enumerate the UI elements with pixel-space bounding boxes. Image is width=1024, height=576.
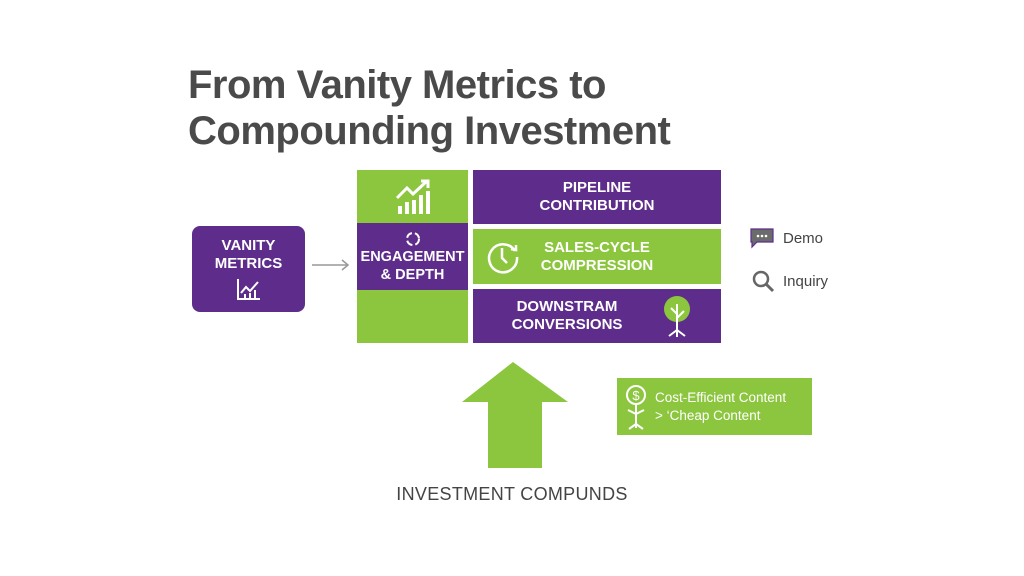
magnifier-icon xyxy=(752,270,775,293)
engagement-depth-box: ENGAGEMENT & DEPTH xyxy=(357,223,468,290)
dollar-plant-icon: $ xyxy=(626,385,646,430)
engagement-column-top xyxy=(357,170,468,223)
engagement-column-bottom xyxy=(357,290,468,343)
legend-demo: Demo xyxy=(749,227,823,249)
growth-chart-icon xyxy=(395,179,430,214)
vanity-metrics-box: VANITY METRICS xyxy=(192,226,305,312)
chat-bubble-icon xyxy=(750,228,774,249)
big-up-arrow-icon xyxy=(462,362,568,468)
pipeline-contribution-box: PIPELINE CONTRIBUTION xyxy=(473,170,721,224)
refresh-icon xyxy=(405,231,420,246)
clock-icon xyxy=(487,243,519,274)
tree-icon xyxy=(664,296,690,337)
arrow-right-icon xyxy=(312,259,350,271)
page-title: From Vanity Metrics to Compounding Inves… xyxy=(188,63,671,153)
cost-efficient-box: $ Cost-Efficient Content > ‘Cheap Conten… xyxy=(617,378,812,435)
downstream-conversions-box: DOWNSTRAM CONVERSIONS xyxy=(473,289,721,343)
investment-compounds-label: INVESTMENT COMPUNDS xyxy=(396,484,628,504)
svg-text:$: $ xyxy=(632,388,640,403)
sales-cycle-box: SALES-CYCLE COMPRESSION xyxy=(473,229,721,284)
legend-inquiry: Inquiry xyxy=(751,269,828,293)
chart-icon xyxy=(236,279,260,300)
